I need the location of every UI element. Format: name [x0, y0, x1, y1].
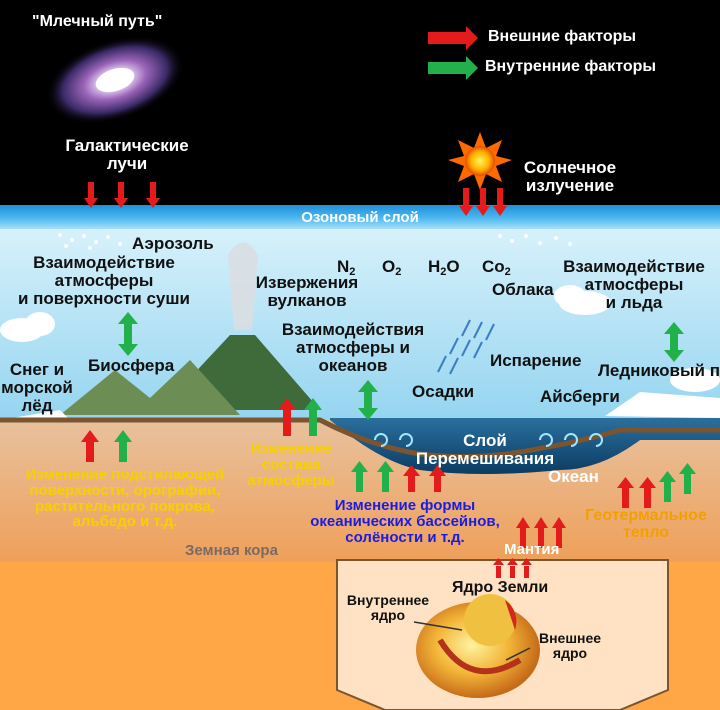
- precipitation-label: Осадки: [412, 382, 475, 401]
- gas-n2: N2: [337, 257, 356, 278]
- ocean-label: Океан: [548, 467, 599, 486]
- core-label: Ядро Земли: [452, 579, 549, 596]
- galaxy-image: [45, 35, 185, 125]
- clouds-label: Облака: [492, 280, 554, 299]
- crust-label: Земная кора: [185, 542, 278, 559]
- external-factor-arrows: [84, 182, 532, 578]
- core-pointer-lines: [413, 621, 531, 661]
- aerosol-particles: [58, 233, 572, 250]
- sun-icon: [448, 132, 512, 190]
- volcano-plume: [228, 242, 258, 330]
- ozone-layer-label: Озоновый слой: [301, 209, 419, 226]
- biosphere-label: Биосфера: [88, 356, 175, 375]
- crust-surface-line: [0, 417, 720, 460]
- gas-co2: Co2: [482, 257, 511, 278]
- legend-external-arrow: [428, 26, 478, 50]
- gas-h2o: H2O: [428, 257, 460, 278]
- aerosol-label: Аэрозоль: [132, 234, 214, 253]
- surface-factor-arrows: [81, 398, 696, 548]
- interaction-arrows: [118, 312, 684, 420]
- legend-external-label: Внешние факторы: [488, 28, 637, 45]
- icebergs-label: Айсберги: [540, 387, 620, 406]
- legend-internal-label: Внутренние факторы: [485, 58, 657, 75]
- precipitation-streaks: [437, 319, 495, 375]
- biosphere-landscape: [60, 360, 240, 415]
- glacier: [605, 392, 720, 418]
- ozone-band: [0, 205, 720, 231]
- galaxy-label: "Млечный путь": [32, 13, 163, 30]
- mixing-swirls: [374, 433, 603, 447]
- earth-core-image: [416, 594, 540, 698]
- glacier-label: Ледниковый покров: [598, 361, 720, 380]
- mantle-label: Мантия: [504, 541, 560, 558]
- gas-o2: O2: [382, 257, 402, 278]
- legend-internal-arrow: [428, 56, 478, 80]
- evaporation-label: Испарение: [490, 351, 582, 370]
